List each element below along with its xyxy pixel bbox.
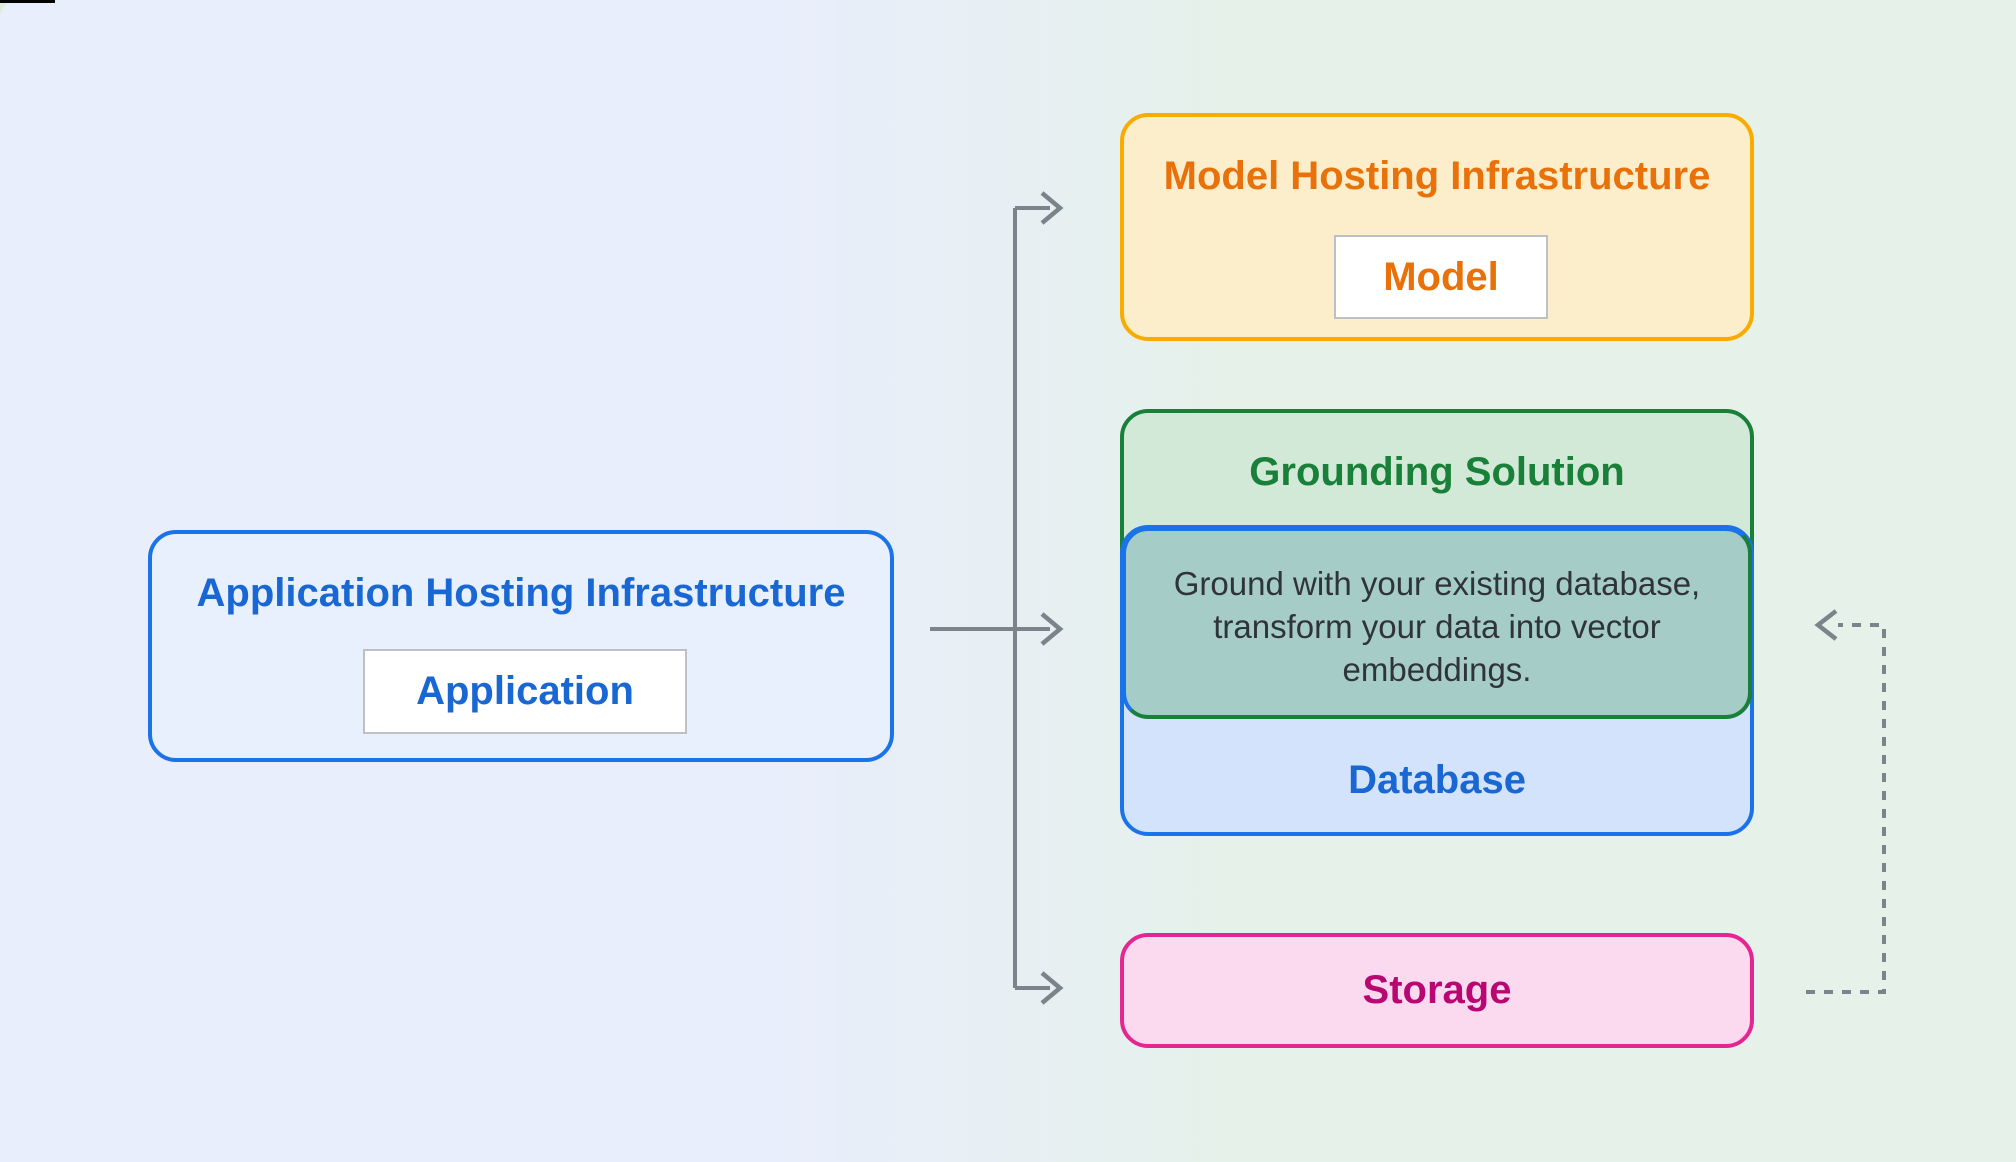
model-chip-label: Model (1383, 254, 1499, 299)
application-chip: Application (363, 649, 687, 734)
model-hosting-box: Model Hosting Infrastructure Model (1120, 113, 1754, 341)
model-hosting-title: Model Hosting Infrastructure (1163, 154, 1711, 198)
model-chip: Model (1334, 235, 1548, 319)
grounding-database-overlap: Ground with your existing database, tran… (1122, 527, 1752, 719)
arrowhead-grounding-icon (1040, 612, 1064, 646)
application-hosting-box: Application Hosting Infrastructure Appli… (148, 530, 894, 762)
dashed-arrowhead-icon (1814, 609, 1838, 641)
storage-box: Storage (1120, 933, 1754, 1048)
solid-connector-line (930, 206, 1050, 990)
window-corner-artifact (0, 0, 55, 3)
grounding-solution-title: Grounding Solution (1249, 450, 1625, 494)
arrowhead-storage-icon (1040, 971, 1064, 1005)
application-chip-label: Application (416, 669, 634, 713)
application-hosting-title: Application Hosting Infrastructure (196, 571, 846, 615)
dashed-feedback-line (1806, 623, 1886, 994)
arrowhead-model-icon (1040, 191, 1064, 225)
grounding-note: Ground with your existing database, tran… (1173, 564, 1701, 688)
storage-label: Storage (1362, 968, 1512, 1012)
database-label: Database (1348, 758, 1526, 802)
